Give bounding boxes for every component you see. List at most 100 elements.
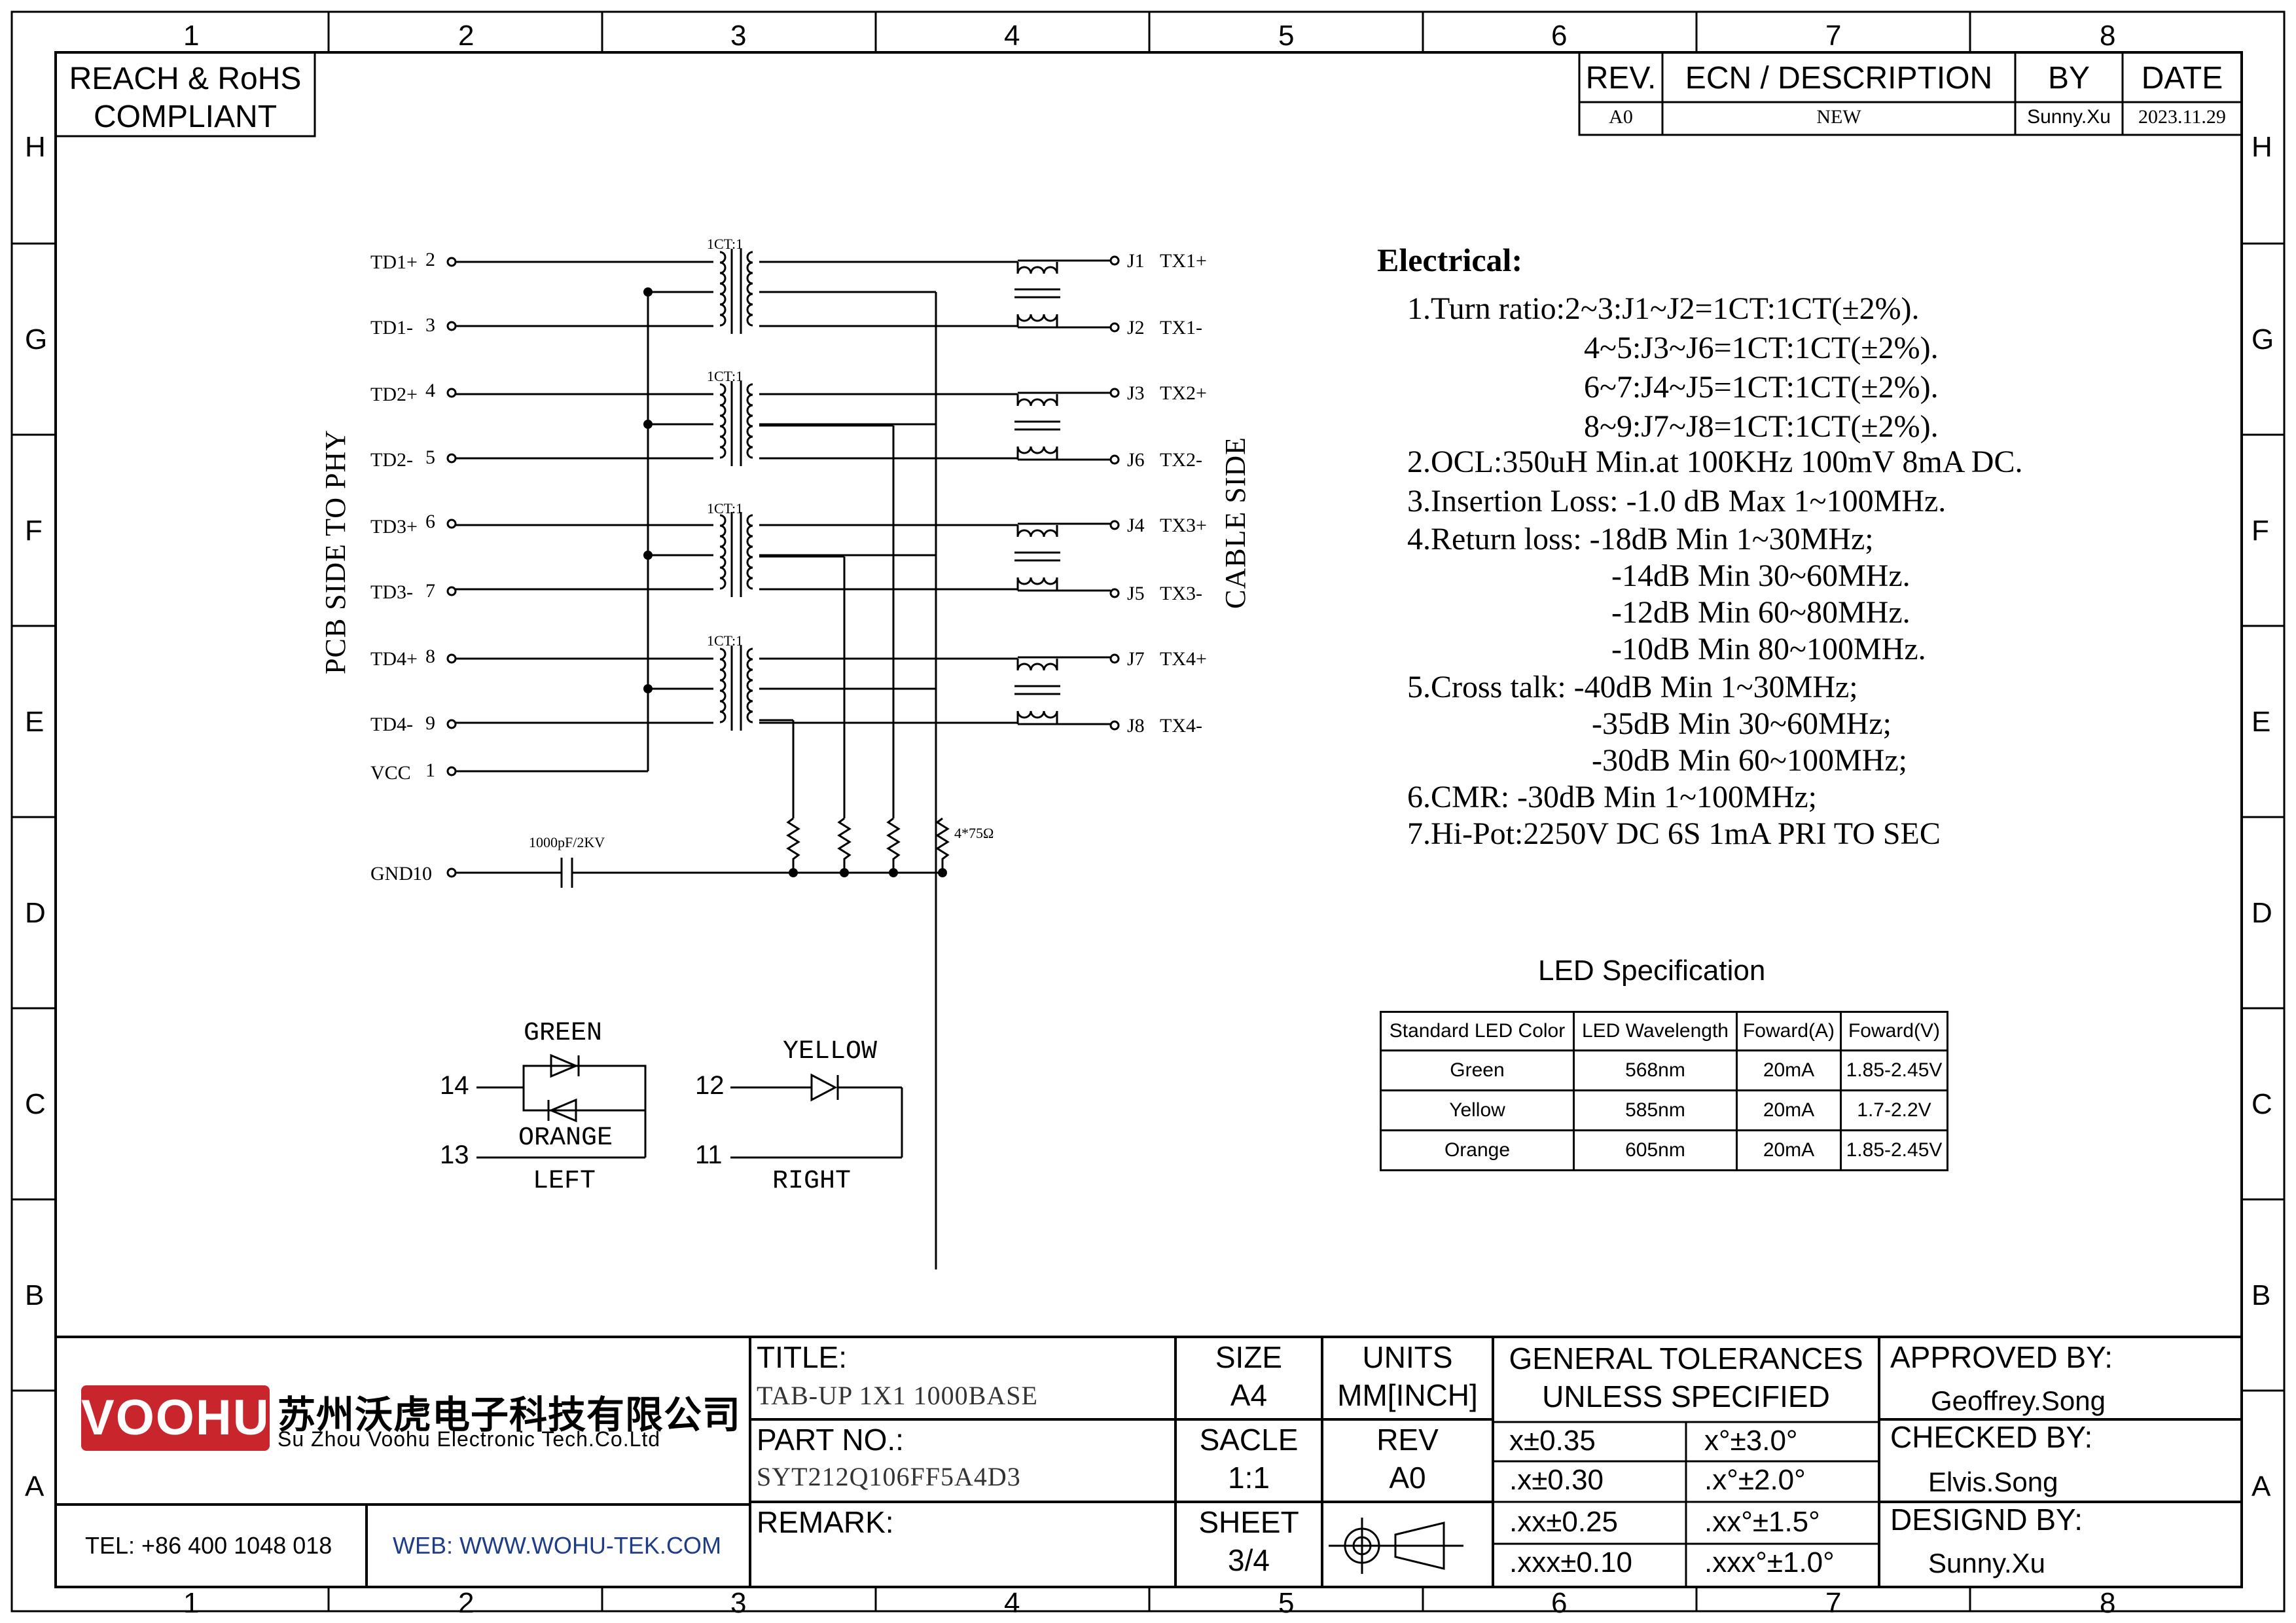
zone-row-h: H	[25, 131, 46, 163]
zone-col-8: 8	[2100, 20, 2116, 52]
pin-name: TD3+	[370, 516, 418, 538]
units-label: UNITS	[1362, 1340, 1453, 1374]
cell: Green	[1380, 1049, 1575, 1091]
zone-col-3-bottom: 3	[730, 1587, 747, 1619]
tol-angular: .x°±2.0°	[1704, 1464, 1806, 1496]
title-label: TITLE:	[757, 1340, 848, 1374]
zone-col-1-bottom: 1	[183, 1587, 200, 1619]
pin-name: TD2+	[370, 384, 418, 405]
size-value: A4	[1230, 1378, 1268, 1412]
company-logo: VOOHU	[81, 1385, 270, 1451]
pin-num: 4	[425, 380, 435, 401]
right-label: RIGHT	[772, 1167, 852, 1196]
cell: 20mA	[1736, 1089, 1842, 1131]
led-spec-table: Standard LED Color LED Wavelength Foward…	[1380, 1011, 1948, 1171]
j-pin: J8	[1127, 715, 1145, 737]
tol-angular: x°±3.0°	[1704, 1425, 1798, 1457]
zone-row-d-right: D	[2251, 897, 2272, 929]
ratio-label: 1CT:1	[707, 632, 744, 649]
rev-value: A0	[1609, 106, 1633, 128]
j-pin: J7	[1127, 648, 1145, 670]
zone-row-g-right: G	[2251, 323, 2274, 356]
j-pin: J5	[1127, 583, 1145, 604]
tol-angular: .xx°±1.5°	[1704, 1506, 1820, 1538]
tolerance-title: GENERAL TOLERANCES UNLESS SPECIFIED	[1493, 1340, 1879, 1415]
gnd-pin-name: GND	[370, 863, 413, 884]
tel: TEL: +86 400 1048 018	[85, 1532, 332, 1559]
orange-label: ORANGE	[518, 1123, 613, 1153]
zone-row-d: D	[25, 897, 46, 929]
cable-side-label: CABLE SIDE	[1219, 437, 1251, 609]
pin-num: 7	[425, 580, 435, 602]
web: WEB: WWW.WOHU-TEK.COM	[393, 1532, 721, 1559]
zone-row-c: C	[25, 1088, 46, 1120]
tol-linear: .xxx±0.10	[1509, 1546, 1633, 1578]
cell: Yellow	[1380, 1089, 1575, 1131]
size-label: SIZE	[1215, 1340, 1283, 1374]
pin-name: TD2-	[370, 449, 413, 471]
j-pin: J2	[1127, 317, 1145, 338]
table-header-row: Standard LED Color LED Wavelength Foward…	[1380, 1011, 1948, 1051]
pin-name: TD4+	[370, 648, 418, 670]
zone-col-4-bottom: 4	[1004, 1587, 1020, 1619]
company-name-cn: 苏州沃虎电子科技有限公司	[278, 1394, 742, 1436]
cell: 1.85-2.45V	[1840, 1129, 1948, 1171]
cell: 20mA	[1736, 1049, 1842, 1091]
j-signal: TX4-	[1160, 715, 1202, 737]
checked-value: Elvis.Song	[1928, 1467, 2058, 1497]
designed-label: DESIGND BY:	[1890, 1503, 2083, 1537]
rev-header: REV.	[1585, 61, 1657, 96]
rev-value-tb: A0	[1389, 1461, 1426, 1495]
pin-num: 1	[425, 759, 435, 781]
table-row: Orange 605nm 20mA 1.85-2.45V	[1380, 1129, 1948, 1171]
zone-row-h-right: H	[2251, 131, 2272, 163]
pcb-side-label: PCB SIDE TO PHY	[319, 429, 351, 674]
zone-col-3: 3	[730, 20, 747, 52]
tolerance-title-1: GENERAL TOLERANCES	[1509, 1341, 1863, 1376]
checked-label: CHECKED BY:	[1890, 1420, 2093, 1454]
logo-text: VOOHU	[81, 1390, 270, 1446]
designed-value: Sunny.Xu	[1928, 1548, 2046, 1578]
sheet-value: 3/4	[1228, 1543, 1270, 1577]
spec-line: 2.OCL:350uH Min.at 100KHz 100mV 8mA DC.	[1407, 445, 2023, 479]
cell: 568nm	[1573, 1049, 1738, 1091]
zone-col-2: 2	[458, 20, 475, 52]
j-pin: J3	[1127, 382, 1145, 404]
zone-row-f: F	[25, 515, 43, 547]
zone-col-5-bottom: 5	[1278, 1587, 1295, 1619]
j-signal: TX1+	[1160, 250, 1207, 272]
capacitor-label: 1000pF/2KV	[529, 834, 605, 850]
gnd-pin-num: 10	[412, 863, 432, 884]
date-header: DATE	[2141, 61, 2223, 96]
spec-line: 4.Return loss: -18dB Min 1~30MHz;	[1407, 522, 1874, 556]
col-header: LED Wavelength	[1573, 1011, 1738, 1051]
zone-col-7: 7	[1825, 20, 1842, 52]
table-row: Green 568nm 20mA 1.85-2.45V	[1380, 1049, 1948, 1091]
pin-name: VCC	[370, 762, 411, 784]
zone-row-c-right: C	[2251, 1088, 2272, 1120]
cell: 585nm	[1573, 1089, 1738, 1131]
pin-14: 14	[440, 1071, 469, 1100]
pin-num: 2	[425, 249, 435, 270]
pin-num: 8	[425, 646, 435, 667]
spec-line: 8~9:J7~J8=1CT:1CT(±2%).	[1584, 409, 1939, 444]
cell: Orange	[1380, 1129, 1575, 1171]
tol-linear: .x±0.30	[1509, 1464, 1604, 1496]
table-row: Yellow 585nm 20mA 1.7-2.2V	[1380, 1089, 1948, 1131]
j-signal: TX4+	[1160, 648, 1207, 670]
compliance-line-2: COMPLIANT	[93, 100, 278, 134]
j-signal: TX2-	[1160, 449, 1202, 471]
by-value: Sunny.Xu	[2027, 106, 2111, 128]
j-signal: TX3-	[1160, 583, 1202, 604]
cell: 1.7-2.2V	[1840, 1089, 1948, 1131]
zone-row-f-right: F	[2251, 515, 2269, 547]
compliance-box: REACH & RoHS COMPLIANT	[56, 60, 315, 136]
spec-line: 6.CMR: -30dB Min 1~100MHz;	[1407, 780, 1818, 814]
zone-row-b: B	[25, 1279, 45, 1311]
units-value: MM[INCH]	[1337, 1378, 1478, 1412]
j-signal: TX1-	[1160, 317, 1202, 338]
spec-line: -10dB Min 80~100MHz.	[1611, 632, 1926, 666]
zone-col-8-bottom: 8	[2100, 1587, 2116, 1619]
